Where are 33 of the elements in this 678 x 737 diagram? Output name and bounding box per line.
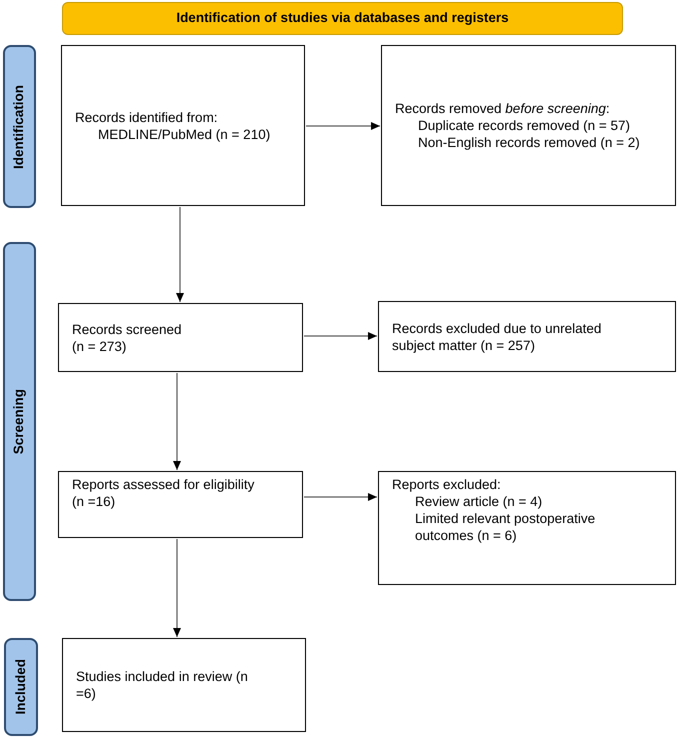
stage-band xyxy=(3,45,36,208)
process-box xyxy=(62,638,306,732)
process-box xyxy=(58,471,303,538)
arrow xyxy=(306,122,380,130)
box-text: Reports assessed for eligibility (n =16) xyxy=(72,476,256,510)
process-box xyxy=(378,471,676,585)
process-box xyxy=(381,45,676,206)
stage-label: Screening xyxy=(10,388,28,454)
box-text: Records excluded due to unrelated subject matter (n = 257) xyxy=(392,320,602,354)
process-box xyxy=(378,301,676,372)
box-text: Records screened (n = 273) xyxy=(72,320,183,354)
stage-band xyxy=(3,242,36,601)
box-text: Reports excluded: xyxy=(392,476,502,493)
arrow xyxy=(304,332,378,340)
banner-title: Identification of studies via databases and registers xyxy=(176,9,509,28)
box-text: Studies included in review (n =6) xyxy=(76,668,248,702)
arrow xyxy=(304,493,378,501)
box-text: Records identified from: xyxy=(75,108,219,126)
box-subitem: Review article (n = 4) xyxy=(414,493,544,510)
box-text: Records removed before screening: xyxy=(395,100,611,117)
arrow xyxy=(173,538,181,638)
stage-label: Identification xyxy=(10,84,28,168)
header-banner xyxy=(62,2,623,35)
box-subitem: Non-English records removed (n = 2) xyxy=(417,134,641,151)
arrow xyxy=(173,372,181,470)
arrow xyxy=(176,206,184,302)
process-box xyxy=(61,45,305,206)
box-subitem: MEDLINE/PubMed (n = 210) xyxy=(97,126,272,142)
box-subitem: Limited relevant postoperative outcomes (n = 6) xyxy=(414,510,596,544)
stage-label: Included xyxy=(12,659,29,715)
process-box xyxy=(58,303,303,372)
box-subitem: Duplicate records removed (n = 57) xyxy=(417,117,631,134)
stage-band xyxy=(4,638,38,736)
